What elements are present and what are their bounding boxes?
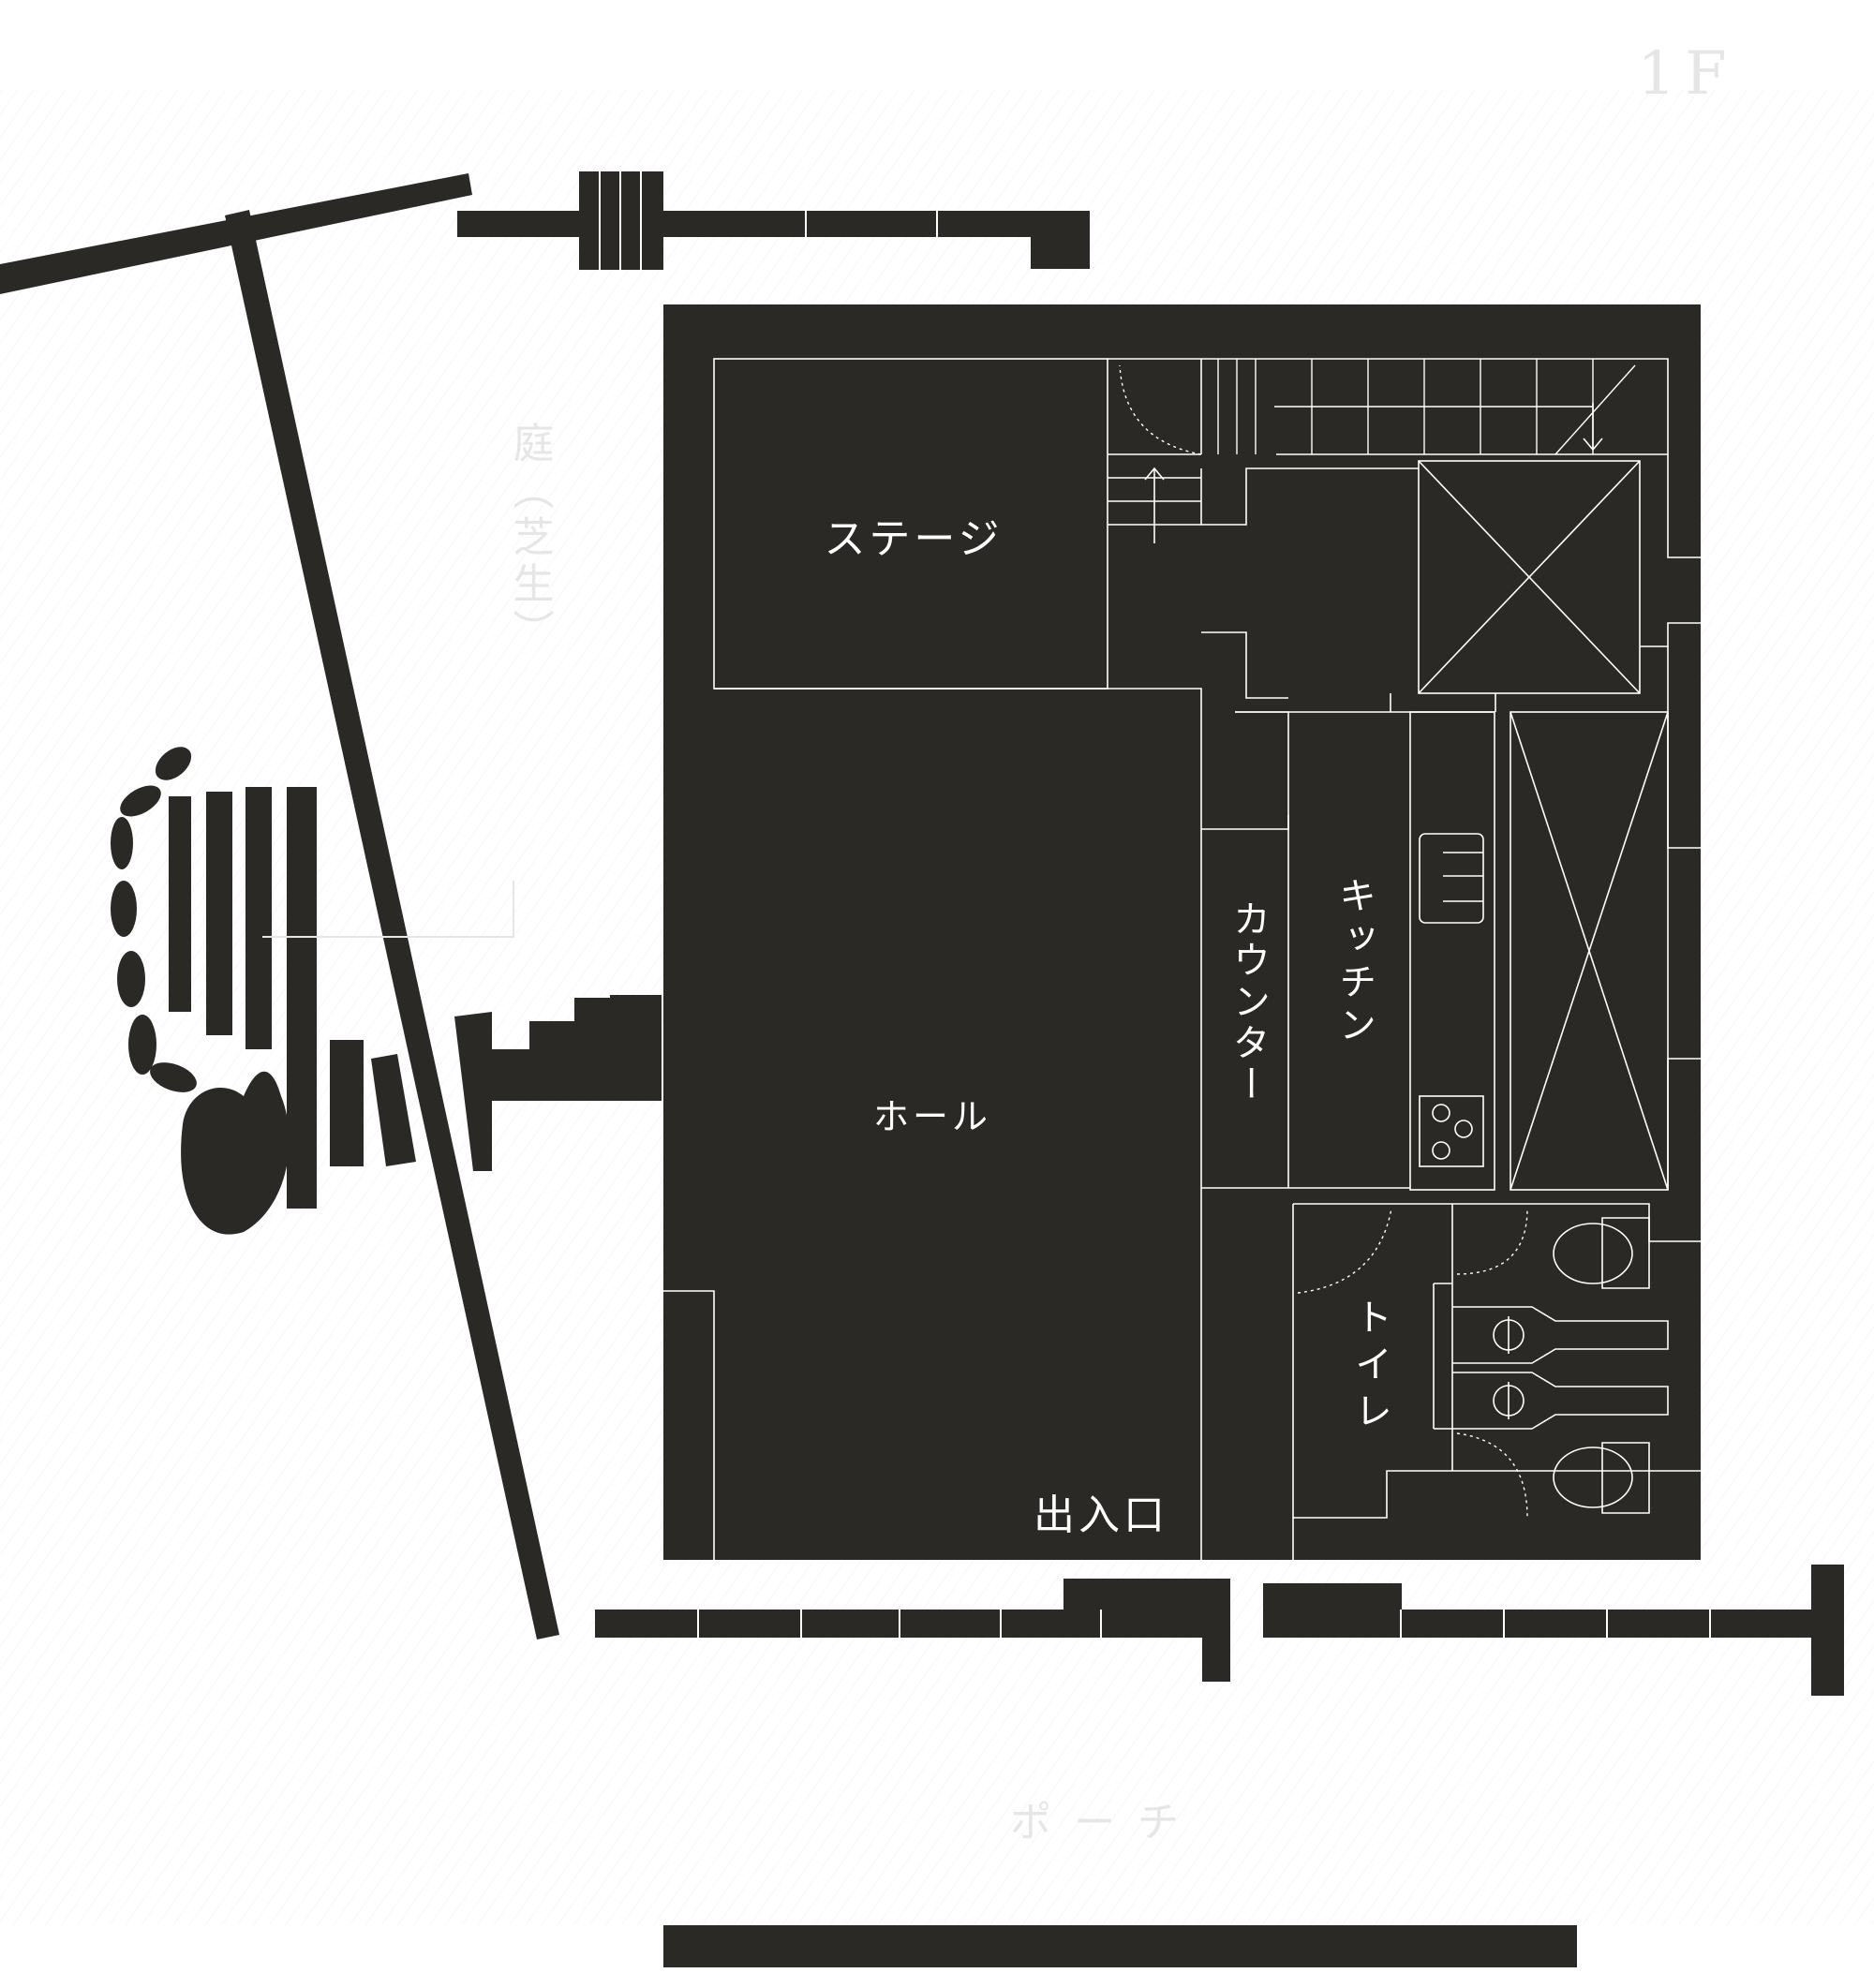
room-label-toilet: トイレ — [1348, 1298, 1391, 1438]
stepping-stones — [111, 747, 290, 1235]
toilet-icon — [1553, 1217, 1650, 1514]
room-label-hall: ホール — [873, 1096, 991, 1137]
fence-top-seams — [599, 171, 938, 270]
room-label-counter: カウンター — [1227, 899, 1270, 1105]
room-label-entrance: 出入口 — [1034, 1491, 1168, 1539]
interior-lines — [663, 358, 1701, 1560]
floor-label: 1F — [1637, 39, 1735, 109]
fence-top-left — [0, 173, 559, 1639]
door-swings — [1114, 200, 1528, 1519]
sink-basins — [1452, 1306, 1669, 1430]
sink-icon — [1419, 833, 1484, 924]
stairs-up-arrow-icon — [1144, 467, 1165, 543]
stairs-down-arrow-icon — [1583, 403, 1603, 452]
fence-bottom-seams — [697, 1610, 1711, 1638]
room-label-stage: ステージ — [824, 515, 1003, 563]
porch-label: ポーチ — [1010, 1799, 1201, 1847]
garden-label: 庭（芝生） — [506, 422, 554, 656]
room-label-kitchen: キッチン — [1332, 876, 1376, 1048]
building-outline — [663, 304, 1701, 1560]
garden-label-group: 庭（芝生） — [262, 422, 554, 938]
garden-steps — [169, 787, 662, 1209]
stove-burner-icon — [1419, 1095, 1484, 1167]
